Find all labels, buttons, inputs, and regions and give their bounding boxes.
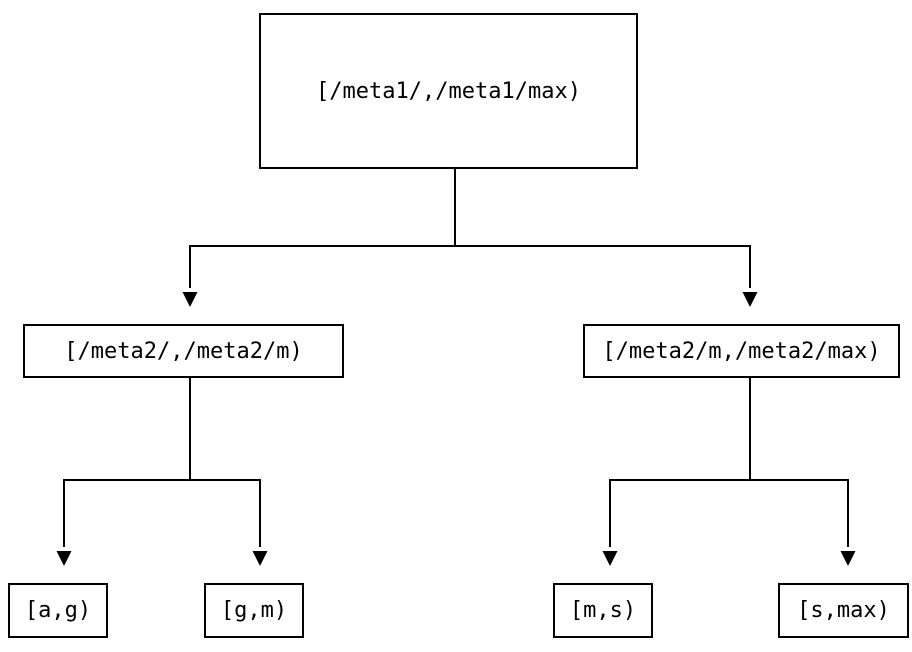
- arrowhead-to-leaf-smax: [840, 551, 856, 566]
- node-leaf-smax-label: [s,max): [797, 598, 890, 623]
- node-leaf-smax: [s,max): [778, 583, 909, 638]
- node-root-label: [/meta1/,/meta1/max): [316, 78, 581, 104]
- node-leaf-ag: [a,g): [8, 583, 108, 638]
- edge-meta2-high-split: [609, 479, 849, 547]
- arrowhead-to-leaf-ms: [602, 551, 618, 566]
- node-leaf-ms: [m,s): [553, 583, 653, 638]
- node-meta2-low: [/meta2/,/meta2/m): [23, 324, 344, 378]
- node-meta2-low-label: [/meta2/,/meta2/m): [64, 338, 303, 364]
- node-root: [/meta1/,/meta1/max): [259, 13, 638, 169]
- node-leaf-gm: [g,m): [204, 583, 304, 638]
- edge-meta2-low-split: [63, 479, 261, 547]
- node-leaf-ag-label: [a,g): [24, 598, 92, 623]
- arrowhead-to-meta2-low: [182, 292, 198, 307]
- arrowhead-to-meta2-high: [742, 292, 758, 307]
- node-meta2-high-label: [/meta2/m,/meta2/max): [602, 338, 881, 364]
- arrowhead-to-leaf-ag: [56, 551, 72, 566]
- edge-root-split: [189, 245, 751, 288]
- node-meta2-high: [/meta2/m,/meta2/max): [583, 324, 900, 378]
- node-leaf-gm-label: [g,m): [220, 598, 288, 623]
- arrowhead-to-leaf-gm: [252, 551, 268, 566]
- node-leaf-ms-label: [m,s): [569, 598, 637, 623]
